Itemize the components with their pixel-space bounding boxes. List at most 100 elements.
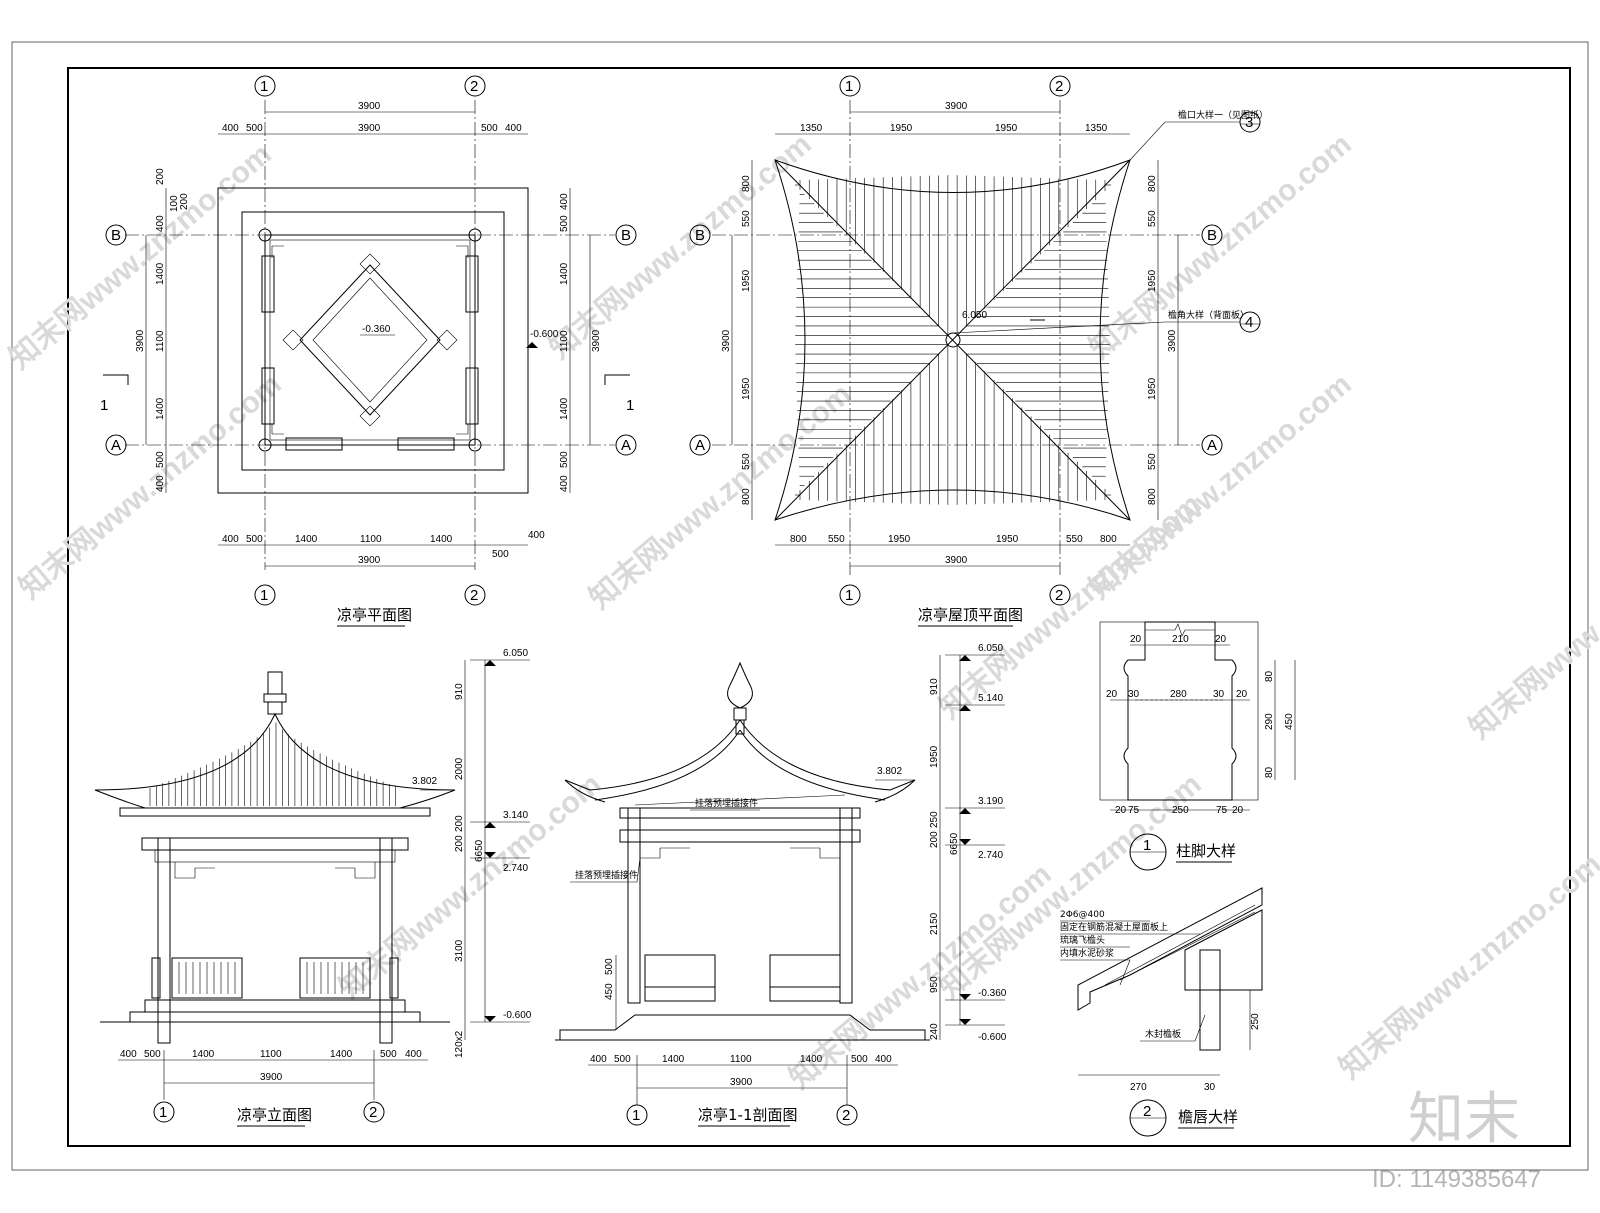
axis-bubble-2: 2	[1055, 78, 1063, 95]
svg-text:400: 400	[222, 123, 239, 134]
svg-text:500: 500	[481, 123, 498, 134]
image-id: ID: 1149385647	[1372, 1166, 1541, 1193]
svg-text:280: 280	[1170, 689, 1187, 700]
roof-left-total: 3900	[721, 329, 732, 352]
svg-text:75: 75	[1128, 805, 1140, 816]
svg-text:1400: 1400	[155, 262, 166, 285]
svg-text:450: 450	[1284, 713, 1295, 730]
elevation-roof-tiles	[149, 722, 397, 806]
svg-text:800: 800	[741, 175, 752, 192]
svg-text:500: 500	[144, 1049, 161, 1060]
svg-text:1950: 1950	[996, 534, 1019, 545]
svg-text:20: 20	[1232, 805, 1244, 816]
plan-title: 凉亭平面图	[337, 606, 412, 624]
roof-plan-title: 凉亭屋顶平面图	[918, 606, 1023, 624]
svg-text:1400: 1400	[192, 1049, 215, 1060]
svg-text:1: 1	[1143, 837, 1151, 854]
svg-text:3100: 3100	[454, 939, 465, 962]
svg-text:550: 550	[741, 210, 752, 227]
svg-text:500: 500	[246, 123, 263, 134]
column-base-title: 柱脚大样	[1176, 842, 1236, 860]
svg-text:1350: 1350	[1085, 123, 1108, 134]
svg-text:800: 800	[741, 488, 752, 505]
svg-text:200: 200	[155, 168, 166, 185]
axis-bubble-2: 2	[470, 78, 478, 95]
svg-text:1400: 1400	[430, 534, 453, 545]
svg-text:400: 400	[528, 530, 545, 541]
eave-lip-detail: 2Φ6@400 固定在钢筋混凝土屋面板上 琉璃飞檐头 内填水泥砂浆 木封檐板 2…	[1060, 887, 1263, 1137]
svg-text:1950: 1950	[888, 534, 911, 545]
svg-text:固定在钢筋混凝土屋面板上: 固定在钢筋混凝土屋面板上	[1060, 921, 1168, 933]
svg-text:500: 500	[155, 451, 166, 468]
svg-text:500: 500	[246, 534, 263, 545]
svg-text:1950: 1950	[929, 745, 940, 768]
roof-note-3: 檐口大样一（见图纸）	[1178, 109, 1268, 121]
svg-text:290: 290	[1264, 713, 1275, 730]
pavilion-elevation: 6.050 3.802 3.140 2.740 -0.600 910 2000 …	[94, 648, 532, 1127]
section-note-top: 挂落预埋插接件	[695, 797, 758, 809]
svg-text:450: 450	[604, 983, 615, 1000]
svg-text:2.740: 2.740	[978, 850, 1003, 861]
svg-text:400: 400	[505, 123, 522, 134]
svg-text:-0.600: -0.600	[503, 1010, 532, 1021]
svg-text:400: 400	[155, 215, 166, 232]
svg-text:1100: 1100	[360, 534, 382, 545]
svg-text:400: 400	[559, 475, 570, 492]
axis-bubble-1: 1	[632, 1107, 640, 1124]
svg-text:30: 30	[1204, 1082, 1216, 1093]
svg-text:20: 20	[1236, 689, 1248, 700]
plan-right-total: 3900	[591, 329, 602, 352]
axis-bubble-2: 2	[369, 1104, 377, 1121]
svg-text:3900: 3900	[260, 1072, 283, 1083]
svg-text:200: 200	[454, 815, 465, 832]
watermark: 知末网www.znzmo.com	[1463, 508, 1600, 746]
svg-text:-0.600: -0.600	[978, 1032, 1007, 1043]
svg-text:75: 75	[1216, 805, 1228, 816]
svg-text:1100: 1100	[260, 1049, 282, 1060]
svg-text:550: 550	[1066, 534, 1083, 545]
svg-text:4: 4	[1245, 314, 1253, 331]
svg-text:500: 500	[559, 215, 570, 232]
axis-bubble-2: 2	[842, 1107, 850, 1124]
svg-text:550: 550	[1147, 453, 1158, 470]
plan-elev-inner: -0.360	[362, 324, 391, 335]
svg-text:1950: 1950	[741, 269, 752, 292]
svg-text:500: 500	[492, 549, 509, 560]
svg-text:500: 500	[559, 451, 570, 468]
svg-text:30: 30	[1128, 689, 1140, 700]
axis-bubble-1: 1	[159, 1104, 167, 1121]
axis-bubble-1: 1	[260, 587, 268, 604]
svg-text:内填水泥砂浆: 内填水泥砂浆	[1060, 947, 1114, 959]
svg-text:80: 80	[1264, 670, 1275, 682]
roof-hatch	[794, 175, 1112, 505]
svg-text:400: 400	[120, 1049, 137, 1060]
svg-text:20: 20	[1115, 805, 1127, 816]
plan-bottom-total: 3900	[358, 555, 381, 566]
svg-text:1350: 1350	[800, 123, 823, 134]
svg-text:1950: 1950	[1147, 377, 1158, 400]
svg-text:500: 500	[604, 958, 615, 975]
svg-text:550: 550	[828, 534, 845, 545]
svg-text:1950: 1950	[995, 123, 1018, 134]
axis-bubble-1: 1	[260, 78, 268, 95]
inner-border	[67, 67, 1571, 1147]
pavilion-section: 挂落预埋插接件 挂落预埋插接件 6.050 5.140 3.802 3.190 …	[555, 643, 1007, 1127]
svg-text:400: 400	[405, 1049, 422, 1060]
svg-text:1400: 1400	[155, 397, 166, 420]
plan-elev-outer: -0.600	[530, 329, 559, 340]
column-base-detail: 20 210 20 20 30 280 30 20 20 75 250 75 2…	[1099, 621, 1296, 871]
svg-text:500: 500	[851, 1054, 868, 1065]
elevation-title: 凉亭立面图	[237, 1106, 312, 1124]
svg-text:琉璃飞檐头: 琉璃飞檐头	[1060, 934, 1105, 946]
svg-text:2.740: 2.740	[503, 863, 528, 874]
axis-bubble-B: B	[621, 227, 631, 244]
svg-text:木封檐板: 木封檐板	[1145, 1028, 1181, 1040]
svg-text:400: 400	[155, 475, 166, 492]
svg-text:1950: 1950	[1147, 269, 1158, 292]
svg-text:270: 270	[1130, 1082, 1147, 1093]
svg-text:3: 3	[1245, 114, 1253, 131]
svg-text:910: 910	[929, 678, 940, 695]
watermark: 知末网www.znzmo.com	[333, 768, 607, 1006]
svg-text:550: 550	[741, 453, 752, 470]
